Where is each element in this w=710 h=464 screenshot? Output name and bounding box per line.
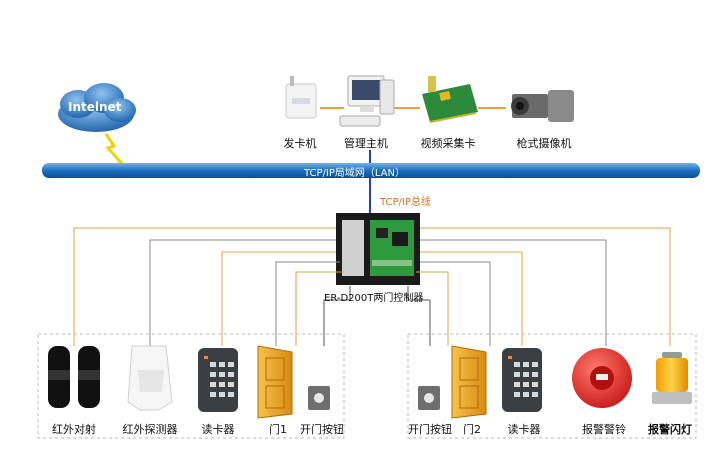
exit-button-2-icon (418, 386, 440, 410)
infrared-detector-label: 红外探测器 (122, 423, 178, 436)
door-2-icon (451, 345, 487, 419)
management-host-label: 管理主机 (344, 137, 388, 150)
card-reader-2-icon (502, 348, 542, 412)
alarm-strobe-label: 报警闪灯 (648, 423, 692, 436)
lan-label: TCP/IP局域网（LAN） (304, 168, 406, 179)
infrared-beam-detector-label: 红外对射 (52, 423, 96, 436)
alarm-bell-icon (572, 348, 632, 408)
internet-label: Intelnet (68, 100, 122, 114)
video-capture-card-icon (422, 76, 478, 123)
infrared-beam-icon (48, 346, 100, 408)
door2-group-box (407, 333, 697, 439)
card-reader-1-icon (198, 348, 238, 412)
controller-label: ER-D200T两门控制器 (324, 293, 424, 304)
bus-label: TCP/IP总线 (380, 197, 431, 208)
door-1-icon (257, 345, 293, 419)
door-1-label: 门1 (269, 423, 287, 436)
alarm-bell-label: 报警警铃 (582, 423, 626, 436)
card-issuer-label: 发卡机 (283, 137, 317, 150)
door-controller-icon (336, 213, 420, 285)
exit-button-1-icon (308, 386, 330, 410)
exit-button-1-label: 开门按钮 (300, 423, 344, 436)
card-reader-2-label: 读卡器 (507, 423, 541, 436)
video-capture-card-label: 视频采集卡 (420, 137, 476, 150)
door1-group-box (37, 333, 345, 439)
bullet-camera-label: 枪式摄像机 (516, 137, 572, 150)
lan-bar (42, 163, 700, 178)
pir-detector-icon (127, 345, 173, 411)
card-issuer-icon (285, 76, 317, 119)
lightning-icon (104, 133, 126, 167)
computer-icon (339, 75, 395, 127)
card-reader-1-label: 读卡器 (201, 423, 235, 436)
strobe-light-icon (652, 352, 692, 404)
camera-icon (511, 90, 574, 122)
door-2-label: 门2 (463, 423, 481, 436)
internet-cloud-icon (58, 83, 136, 132)
exit-button-2-label: 开门按钮 (408, 423, 452, 436)
